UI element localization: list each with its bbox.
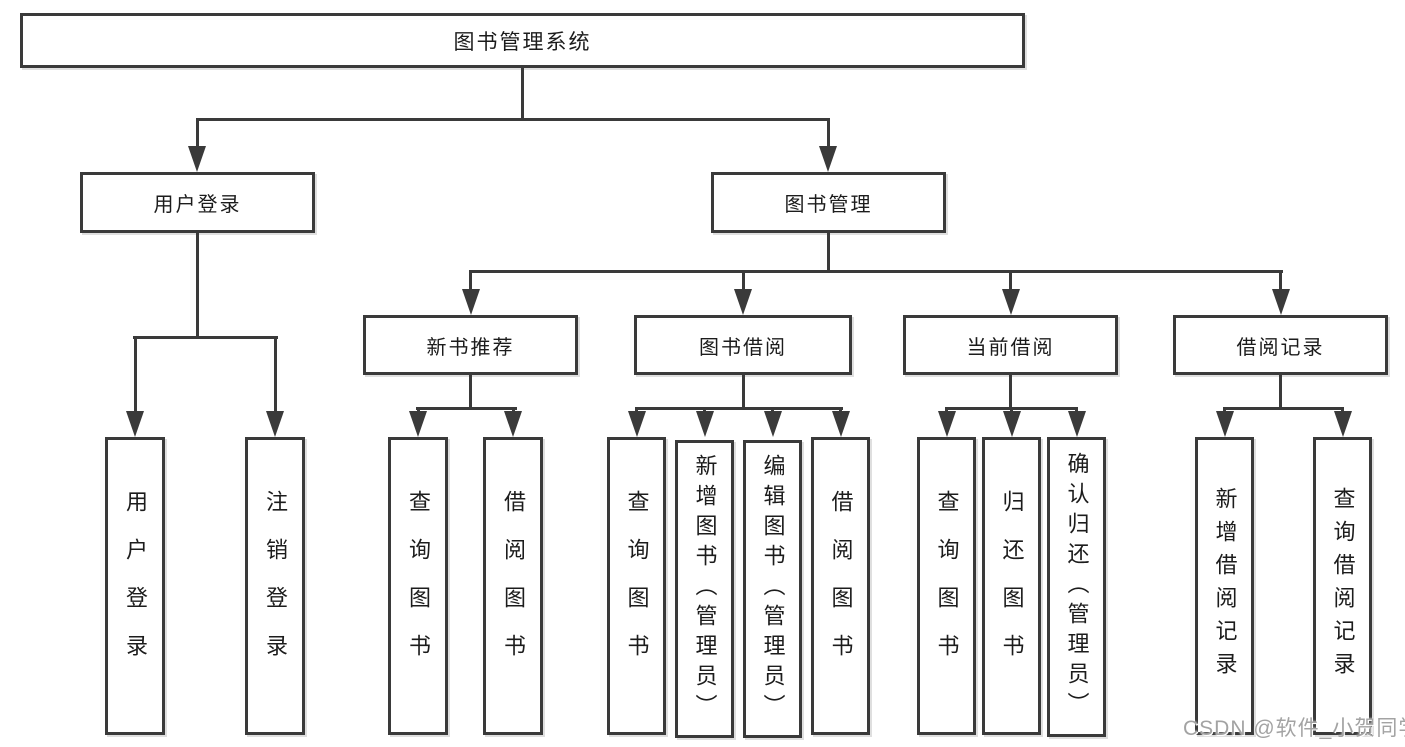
leaf-current-confirm-return-admin-label: 确认归还（管理员） — [1064, 452, 1090, 722]
arrowhead-down-icon — [734, 289, 752, 315]
leaf-borrow-borrow-books: 借阅图书 — [811, 437, 870, 735]
connector-line — [469, 270, 1283, 273]
node-book-management-label: 图书管理 — [784, 194, 873, 216]
connector-line — [1279, 270, 1282, 291]
leaf-records-query-record-label: 查询借阅记录 — [1330, 487, 1356, 685]
leaf-borrow-edit-books-admin: 编辑图书（管理员） — [743, 440, 802, 738]
leaf-recommend-query-books: 查询图书 — [388, 437, 448, 735]
leaf-logout: 注销登录 — [245, 437, 305, 735]
node-user-login: 用户登录 — [80, 172, 315, 233]
leaf-current-confirm-return-admin: 确认归还（管理员） — [1047, 437, 1106, 737]
leaf-recommend-query-books-label: 查询图书 — [406, 490, 431, 682]
leaf-current-query-books: 查询图书 — [917, 437, 976, 735]
leaf-current-query-books-label: 查询图书 — [934, 490, 960, 682]
connector-line — [827, 233, 830, 273]
node-book-management: 图书管理 — [711, 172, 946, 233]
connector-line — [635, 407, 843, 410]
node-book-borrowing: 图书借阅 — [634, 315, 852, 375]
arrowhead-down-icon — [832, 411, 850, 437]
connector-line — [196, 118, 199, 148]
arrowhead-down-icon — [1002, 289, 1020, 315]
connector-line — [469, 270, 472, 291]
connector-line — [521, 68, 524, 121]
leaf-borrow-add-books-admin-label: 新增图书（管理员） — [692, 454, 718, 724]
connector-line — [1279, 375, 1282, 410]
leaf-borrow-query-books: 查询图书 — [607, 437, 666, 735]
connector-line — [134, 336, 137, 413]
arrowhead-down-icon — [1272, 289, 1290, 315]
leaf-current-return-books: 归还图书 — [982, 437, 1041, 735]
node-current-borrowing: 当前借阅 — [903, 315, 1118, 375]
leaf-borrow-edit-books-admin-label: 编辑图书（管理员） — [760, 454, 786, 724]
node-borrowing-records-label: 借阅记录 — [1236, 336, 1325, 359]
node-root: 图书管理系统 — [20, 13, 1025, 68]
arrowhead-down-icon — [266, 411, 284, 437]
arrowhead-down-icon — [504, 411, 522, 437]
node-book-borrowing-label: 图书借阅 — [699, 336, 787, 359]
arrowhead-down-icon — [1216, 411, 1234, 437]
leaf-user-login: 用户登录 — [105, 437, 165, 735]
leaf-recommend-borrow-books: 借阅图书 — [483, 437, 543, 735]
arrowhead-down-icon — [126, 411, 144, 437]
node-borrowing-records: 借阅记录 — [1173, 315, 1388, 375]
leaf-borrow-query-books-label: 查询图书 — [624, 490, 650, 682]
arrowhead-down-icon — [1068, 411, 1086, 437]
watermark: CSDN @软件_小贺同学 — [1183, 717, 1405, 740]
connector-line — [1009, 375, 1012, 410]
arrowhead-down-icon — [1003, 411, 1021, 437]
connector-line — [742, 375, 745, 410]
connector-line — [416, 407, 517, 410]
connector-line — [274, 336, 277, 413]
node-new-book-recommendation: 新书推荐 — [363, 315, 578, 375]
leaf-borrow-borrow-books-label: 借阅图书 — [828, 490, 854, 682]
arrowhead-down-icon — [188, 146, 206, 172]
connector-line — [1223, 407, 1344, 410]
leaf-user-login-label: 用户登录 — [123, 490, 148, 682]
connector-line — [742, 270, 745, 291]
arrowhead-down-icon — [819, 146, 837, 172]
arrowhead-down-icon — [1334, 411, 1352, 437]
connector-line — [133, 336, 278, 339]
node-new-book-recommendation-label: 新书推荐 — [426, 336, 515, 359]
arrowhead-down-icon — [696, 411, 714, 437]
connector-line — [469, 375, 472, 410]
connector-line — [827, 118, 830, 148]
leaf-records-add-record: 新增借阅记录 — [1195, 437, 1254, 735]
leaf-borrow-add-books-admin: 新增图书（管理员） — [675, 440, 734, 738]
connector-line — [1009, 270, 1012, 291]
arrowhead-down-icon — [462, 289, 480, 315]
arrowhead-down-icon — [409, 411, 427, 437]
arrowhead-down-icon — [938, 411, 956, 437]
arrowhead-down-icon — [764, 411, 782, 437]
node-user-login-label: 用户登录 — [153, 194, 242, 216]
connector-line — [196, 118, 830, 121]
node-current-borrowing-label: 当前借阅 — [966, 336, 1055, 359]
leaf-recommend-borrow-books-label: 借阅图书 — [501, 490, 526, 682]
leaf-logout-label: 注销登录 — [263, 490, 288, 682]
leaf-records-query-record: 查询借阅记录 — [1313, 437, 1372, 735]
connector-line — [196, 233, 199, 339]
arrowhead-down-icon — [628, 411, 646, 437]
leaf-current-return-books-label: 归还图书 — [999, 490, 1025, 682]
node-root-label: 图书管理系统 — [453, 30, 592, 54]
leaf-records-add-record-label: 新增借阅记录 — [1212, 487, 1238, 685]
